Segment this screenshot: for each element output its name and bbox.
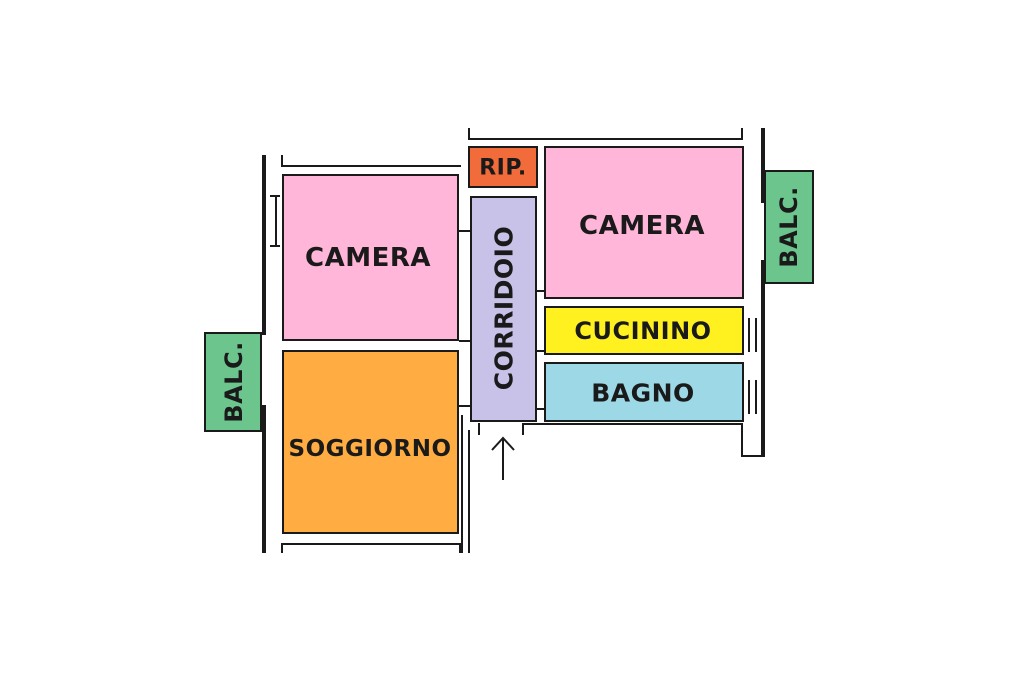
room-camera-right	[544, 146, 744, 299]
wall-bottom-right-2	[522, 423, 524, 435]
wall-left-outer	[262, 155, 266, 335]
room-soggiorno	[282, 350, 459, 534]
door-stub-4	[459, 340, 471, 342]
room-balcone-left-label: BALC.	[220, 341, 248, 423]
wall-left-inner	[281, 155, 283, 167]
wall-top-right-l	[468, 128, 470, 140]
room-ripostiglio	[468, 146, 538, 188]
room-bagno-label: BAGNO	[591, 378, 695, 408]
wall-top-right-r	[741, 128, 743, 140]
door-stub-1	[537, 290, 545, 292]
window-right-3	[748, 380, 750, 414]
room-balcone-right-label: BALC.	[775, 186, 803, 268]
wall-entrance-left	[478, 423, 480, 435]
wall-right-bottom-v	[741, 425, 743, 457]
window-right-2	[755, 318, 757, 352]
arrow-up-icon	[491, 436, 515, 480]
wall-bottom-left-2	[281, 543, 283, 553]
window-left-top-c	[275, 195, 277, 247]
wall-right-outer-lower	[761, 260, 765, 457]
wall-right-bottom	[741, 455, 763, 457]
room-soggiorno-label: SOGGIORNO	[288, 436, 452, 462]
wall-bottom-left-3	[459, 543, 461, 553]
door-stub-3	[537, 408, 545, 410]
door-stub-2	[537, 350, 545, 352]
room-cucinino	[544, 306, 744, 355]
room-camera-left	[282, 174, 459, 341]
door-stub-6	[459, 230, 471, 232]
window-right-4	[755, 380, 757, 414]
room-balcone-right	[764, 170, 814, 284]
window-right-1	[748, 318, 750, 352]
room-camera-left-label: CAMERA	[305, 243, 431, 273]
door-stub-5	[459, 405, 471, 407]
wall-center-vertical	[468, 430, 470, 553]
room-corridoio	[470, 196, 537, 422]
wall-left-outer-lower	[262, 405, 266, 553]
wall-top-left	[281, 165, 461, 167]
wall-right-outer	[761, 128, 765, 203]
room-bagno	[544, 362, 744, 422]
room-cucinino-label: CUCININO	[574, 317, 712, 345]
wall-bottom-left	[281, 543, 461, 545]
wall-bottom-right	[522, 423, 743, 425]
room-corridoio-label: CORRIDOIO	[489, 225, 519, 391]
wall-top-right	[468, 138, 743, 140]
room-balcone-left	[204, 332, 262, 432]
room-camera-right-label: CAMERA	[579, 211, 705, 241]
wall-inner-vertical	[461, 415, 463, 553]
room-ripostiglio-label: RIP.	[479, 155, 527, 181]
